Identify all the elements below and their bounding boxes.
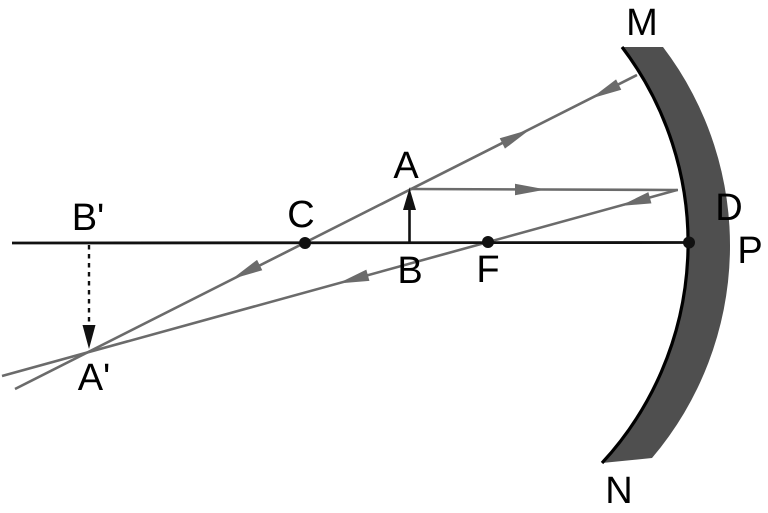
ray-through-centre-C	[14, 73, 638, 391]
arrowhead-incident-c-ray	[499, 129, 530, 149]
arrowhead-reflected-c-ray-below-axis	[232, 259, 263, 279]
label-B-prime: B'	[72, 197, 105, 239]
point-F-focus	[482, 236, 494, 248]
label-C: C	[287, 194, 314, 236]
label-B: B	[397, 250, 422, 292]
point-P-pole	[683, 236, 695, 249]
label-P: P	[737, 230, 762, 272]
concave-mirror-body	[602, 47, 731, 463]
principal-axis	[11, 241, 690, 245]
point-C-centre-of-curvature	[299, 237, 311, 249]
concave-mirror-reflecting-surface	[600, 46, 690, 465]
label-D: D	[715, 187, 742, 229]
arrowhead-reflected-f-ray-near-mirror	[620, 192, 652, 206]
label-A: A	[393, 145, 419, 187]
object-AB-arrow-head	[403, 188, 416, 210]
label-A-prime: A'	[78, 357, 111, 399]
image-B-prime-A-prime-arrow-head	[82, 325, 96, 349]
label-F: F	[476, 249, 499, 291]
arrowhead-incident-parallel-ray	[515, 183, 546, 196]
arrowhead-reflected-f-ray-mid	[338, 269, 370, 284]
label-N: N	[605, 470, 632, 512]
label-M: M	[626, 2, 658, 44]
arrowhead-reflected-c-ray-near-mirror	[591, 79, 622, 99]
